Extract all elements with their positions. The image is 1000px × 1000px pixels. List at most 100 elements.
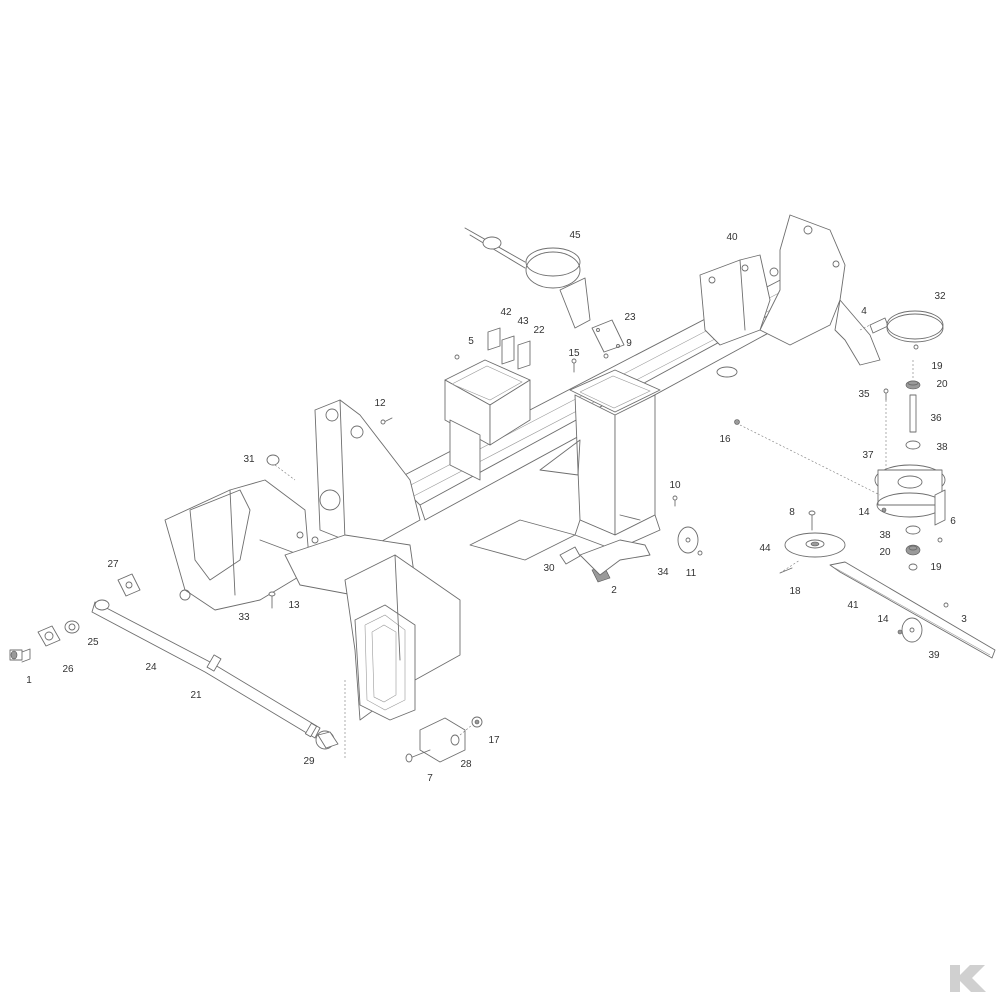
callout-29: 29: [303, 756, 315, 767]
pin-18: [779, 567, 793, 574]
callout-21: 21: [190, 690, 202, 701]
pin-4: [869, 317, 889, 334]
front-box: [344, 554, 461, 721]
brand-k-logo-icon: [950, 965, 986, 992]
callout-15: 15: [568, 348, 580, 359]
callout-38-top: 38: [936, 442, 948, 453]
callout-42: 42: [500, 307, 512, 318]
callout-14: 14: [858, 507, 870, 518]
callout-13: 13: [288, 600, 300, 611]
bolt-16: [734, 419, 740, 425]
callout-28: 28: [460, 759, 472, 770]
callout-37: 37: [862, 450, 874, 461]
bushing-29: [315, 730, 339, 750]
callout-31: 31: [243, 454, 255, 465]
bushing-31: [266, 454, 280, 466]
bolt-35: [883, 388, 889, 401]
top-drum-45: [464, 227, 591, 329]
callout-5: 5: [468, 336, 474, 347]
callout-6: 6: [950, 516, 956, 527]
callout-35: 35: [858, 389, 870, 400]
cap-32: [886, 310, 944, 350]
disc-44: [784, 532, 846, 558]
callout-18: 18: [789, 586, 801, 597]
callout-38-bottom: 38: [879, 530, 891, 541]
plate-23: [591, 319, 625, 353]
bolt-5: [454, 354, 460, 360]
bolt-13: [268, 591, 276, 609]
callout-10: 10: [669, 480, 681, 491]
arm-34: [579, 514, 651, 576]
callout-33: 33: [238, 612, 250, 623]
ring-38-top: [905, 440, 921, 450]
callout-41: 41: [847, 600, 859, 611]
callout-30: 30: [543, 563, 555, 574]
ring-19-bottom: [908, 563, 918, 571]
callout-3: 3: [961, 614, 967, 625]
callout-8: 8: [789, 507, 795, 518]
axle-shaft: [91, 599, 321, 739]
bolt-9: [603, 353, 609, 359]
shaft-36: [909, 394, 917, 433]
callout-4: 4: [861, 306, 867, 317]
callout-25: 25: [87, 637, 99, 648]
callout-24: 24: [145, 662, 157, 673]
plate-42: [487, 327, 501, 351]
callout-1: 1: [26, 675, 32, 686]
callout-40: 40: [726, 232, 738, 243]
callout-19-top: 19: [931, 361, 943, 372]
plate-39: [901, 617, 923, 643]
callout-45: 45: [569, 230, 581, 241]
bolt-14: [881, 507, 887, 513]
callout-labels: 1 26 25 24 21 27 29 7 28 17 33 13 31 12 …: [26, 230, 967, 784]
left-tower: [444, 359, 531, 481]
leader-lines: [274, 324, 914, 760]
pin-30: [559, 546, 581, 565]
callout-22: 22: [533, 325, 545, 336]
plate-22: [517, 340, 531, 370]
callout-12: 12: [374, 398, 386, 409]
plate-43: [501, 335, 515, 365]
bolt-1: [9, 648, 31, 663]
callout-7: 7: [427, 773, 433, 784]
callout-23: 23: [624, 312, 636, 323]
callout-20-top: 20: [936, 379, 948, 390]
ring-20-top: [905, 380, 921, 390]
callout-43: 43: [517, 316, 529, 327]
rod-41: [829, 561, 996, 659]
callout-27: 27: [107, 559, 119, 570]
callout-9: 9: [626, 338, 632, 349]
callout-16: 16: [719, 434, 731, 445]
callout-36: 36: [930, 413, 942, 424]
callout-44: 44: [759, 543, 771, 554]
rear-mount-plate: [699, 214, 881, 366]
centre-tower: [469, 369, 661, 561]
callout-26: 26: [62, 664, 74, 675]
front-left-plates: [314, 399, 421, 546]
block-27: [117, 573, 141, 597]
bolt-15: [571, 358, 577, 373]
callout-11: 11: [686, 568, 697, 579]
bolt-6: [937, 537, 943, 543]
ring-20-bottom: [905, 544, 921, 556]
bolt-10: [672, 495, 678, 507]
callout-32: 32: [934, 291, 946, 302]
callout-2: 2: [611, 585, 617, 596]
nut-17: [471, 716, 483, 728]
block-28: [419, 717, 466, 763]
washer-26: [37, 625, 61, 647]
callout-39: 39: [928, 650, 940, 661]
disc-11: [677, 526, 703, 556]
bolt-7: [405, 749, 431, 763]
ring-38-bottom: [905, 525, 921, 535]
callout-17: 17: [488, 735, 500, 746]
callout-14-bottom: 14: [877, 614, 889, 625]
bolt-14b: [897, 629, 903, 635]
bolt-8: [808, 510, 816, 531]
bolt-3: [943, 602, 949, 608]
callout-34: 34: [657, 567, 669, 578]
bushing-25: [64, 620, 80, 634]
gearbox-37: [874, 464, 946, 526]
bolt-12: [380, 417, 393, 425]
